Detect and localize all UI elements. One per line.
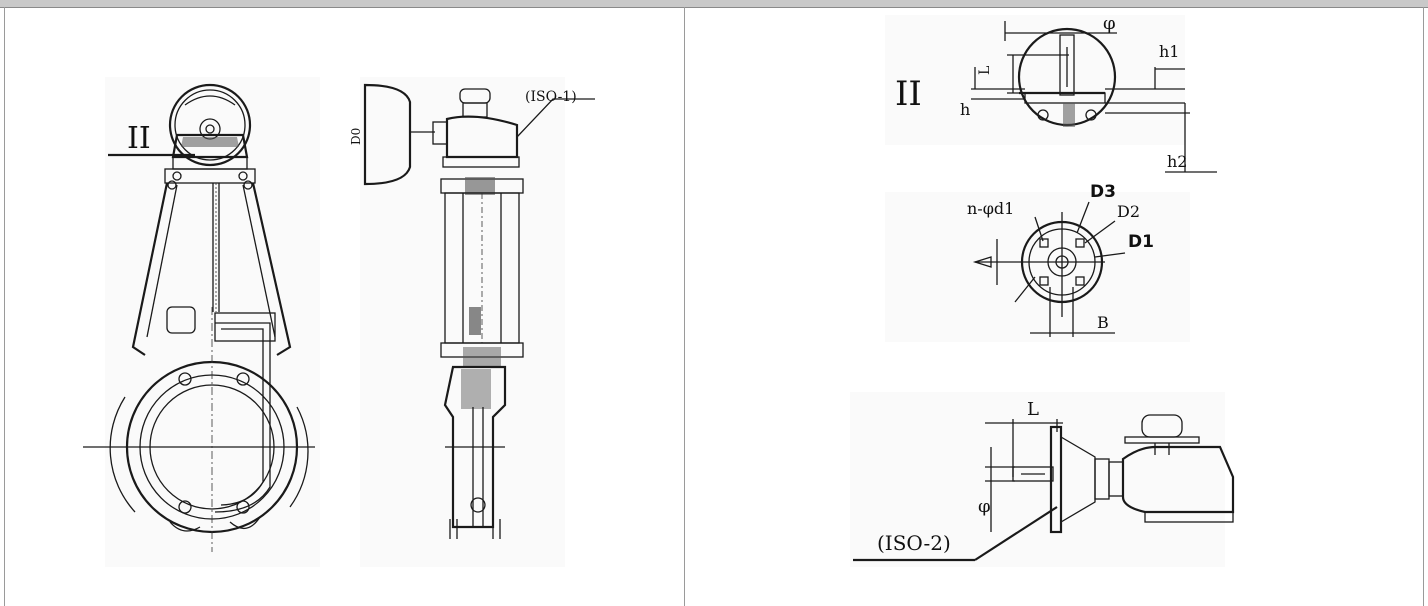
valve-assembly-drawing: II D0 (ISO-1) xyxy=(83,77,595,567)
dim-d2: D2 xyxy=(1117,202,1140,221)
dim-h: h xyxy=(960,100,970,119)
right-drawing-cell: II φ L xyxy=(684,7,1424,606)
side-view: D0 (ISO-1) xyxy=(349,83,595,539)
dim-d3: D3 xyxy=(1090,182,1116,202)
side-view-dimension-label: D0 xyxy=(349,128,363,145)
detail-view-ii: II φ L xyxy=(895,13,1217,173)
detail-view-section-label: II xyxy=(895,74,922,114)
dim-h2: h2 xyxy=(1167,152,1187,171)
dim-d1: D1 xyxy=(1128,232,1154,252)
dim-l-bottom: L xyxy=(1027,399,1039,420)
gearbox-side-view: L φ (ISO-2) xyxy=(853,399,1235,562)
front-view: II xyxy=(83,83,315,552)
front-view-section-label: II xyxy=(127,121,151,156)
flange-plan-view: n-φd1 D3 D2 D1 B xyxy=(967,182,1154,337)
sheet-header-band xyxy=(0,0,1428,8)
dim-phi-top: φ xyxy=(1103,13,1116,34)
side-view-interface-label: (ISO-1) xyxy=(525,89,577,105)
dim-b: B xyxy=(1097,313,1109,332)
interface-detail-drawing: II φ L xyxy=(850,13,1235,567)
dim-phi-bottom: φ xyxy=(978,496,991,517)
gearbox-interface-label: (ISO-2) xyxy=(877,531,951,555)
dim-n-phi-d1: n-φd1 xyxy=(967,199,1014,218)
dim-h1: h1 xyxy=(1159,42,1179,61)
dim-l-top: L xyxy=(977,66,993,75)
left-drawing-cell: II D0 (ISO-1) xyxy=(4,7,685,606)
